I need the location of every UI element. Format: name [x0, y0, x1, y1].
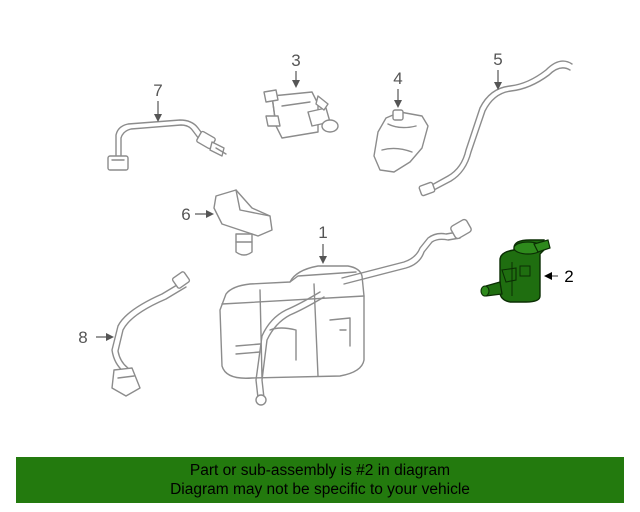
arrow-7 — [154, 114, 162, 122]
banner-line-1: Part or sub-assembly is #2 in diagram — [189, 462, 451, 479]
parts-diagram: 7 3 4 5 6 — [78, 50, 574, 406]
arrow-2 — [544, 272, 552, 280]
info-banner: Part or sub-assembly is #2 in diagram Di… — [16, 457, 624, 503]
callout-2: 2 — [564, 267, 573, 286]
part-2-vent-valve-highlighted[interactable] — [480, 239, 551, 303]
part-4-bracket[interactable] — [373, 109, 429, 173]
arrow-4 — [394, 100, 402, 108]
arrow-1 — [319, 256, 327, 264]
arrow-3 — [292, 80, 300, 88]
arrow-8 — [106, 333, 114, 341]
banner-line-2: Diagram may not be specific to your vehi… — [170, 481, 470, 498]
callout-4: 4 — [393, 69, 402, 88]
callout-3: 3 — [291, 51, 300, 70]
part-5-vent-hose[interactable] — [418, 60, 573, 197]
arrow-6 — [206, 210, 214, 218]
part-6-pressure-sensor[interactable] — [213, 189, 273, 256]
arrow-5 — [494, 82, 502, 90]
callout-1: 1 — [318, 223, 327, 242]
part-7-sensor-harness[interactable] — [107, 119, 227, 171]
part-8-sensor-harness[interactable] — [111, 271, 191, 397]
part-1-vapor-canister[interactable] — [219, 218, 472, 406]
part-3-solenoid-valve[interactable] — [263, 89, 339, 139]
callout-8: 8 — [78, 328, 87, 347]
callout-5: 5 — [493, 50, 502, 69]
callout-6: 6 — [181, 205, 190, 224]
callout-7: 7 — [153, 81, 162, 100]
